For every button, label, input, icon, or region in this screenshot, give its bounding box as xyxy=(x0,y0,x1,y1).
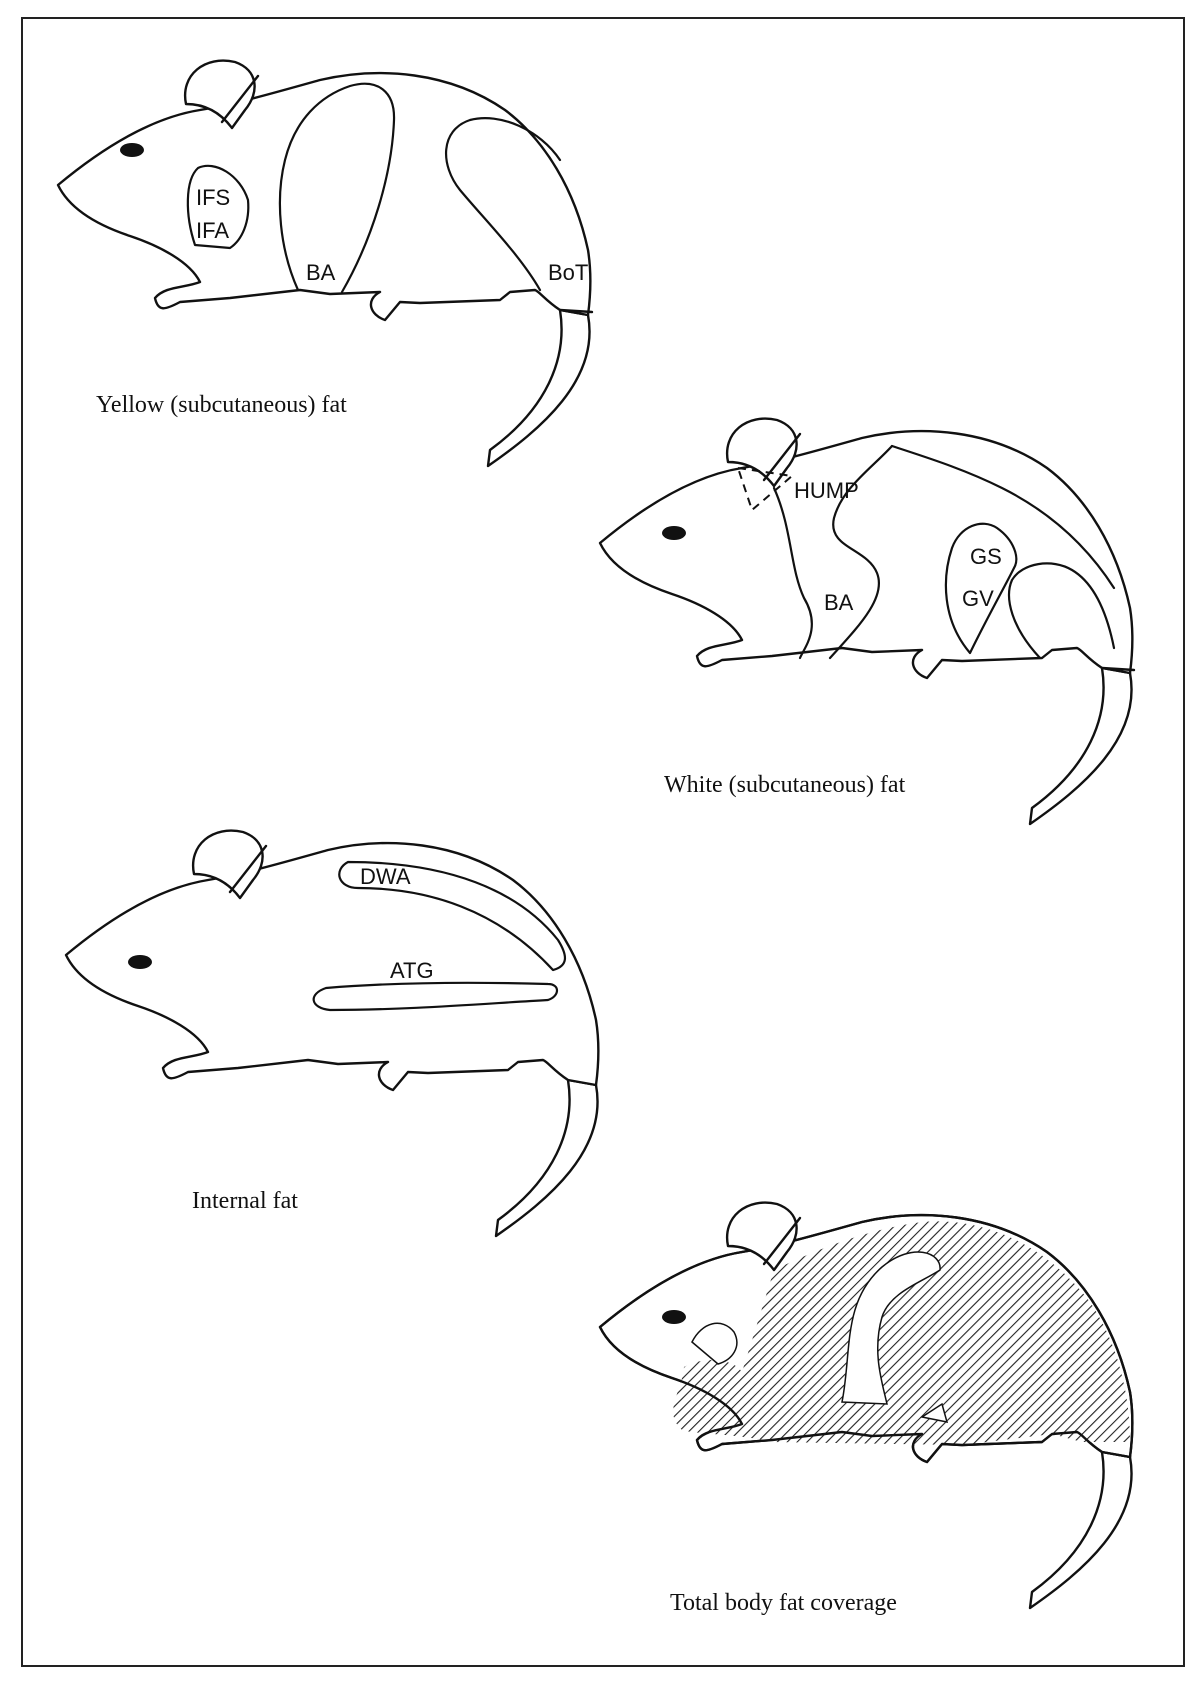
eye-icon xyxy=(128,955,152,969)
caption-internal-fat: Internal fat xyxy=(192,1188,298,1214)
internal-fat-panel: DWA ATG Internal fat xyxy=(66,831,598,1236)
yellow-fat-panel: IFS IFA BA BoT Yellow (subcutaneous) fat xyxy=(58,61,592,466)
total-fat-panel: Total body fat coverage xyxy=(600,1203,1132,1616)
caption-yellow-fat: Yellow (subcutaneous) fat xyxy=(96,392,347,418)
label-gv: GV xyxy=(962,586,994,611)
eye-icon xyxy=(662,1310,686,1324)
label-hump: HUMP xyxy=(794,478,859,503)
label-ba: BA xyxy=(824,590,854,615)
label-ba: BA xyxy=(306,260,336,285)
label-dwa: DWA xyxy=(360,864,411,889)
label-atg: ATG xyxy=(390,958,434,983)
eye-icon xyxy=(662,526,686,540)
label-ifa: IFA xyxy=(196,218,229,243)
eye-icon xyxy=(120,143,144,157)
label-bot: BoT xyxy=(548,260,588,285)
label-gs: GS xyxy=(970,544,1002,569)
label-ifs: IFS xyxy=(196,185,230,210)
caption-total-fat: Total body fat coverage xyxy=(670,1590,897,1616)
caption-white-fat: White (subcutaneous) fat xyxy=(664,772,906,798)
mouse-outline xyxy=(66,831,598,1236)
white-fat-panel: HUMP BA GS GV White (subcutaneous) fat xyxy=(600,419,1134,824)
mouse-outline xyxy=(600,419,1134,824)
